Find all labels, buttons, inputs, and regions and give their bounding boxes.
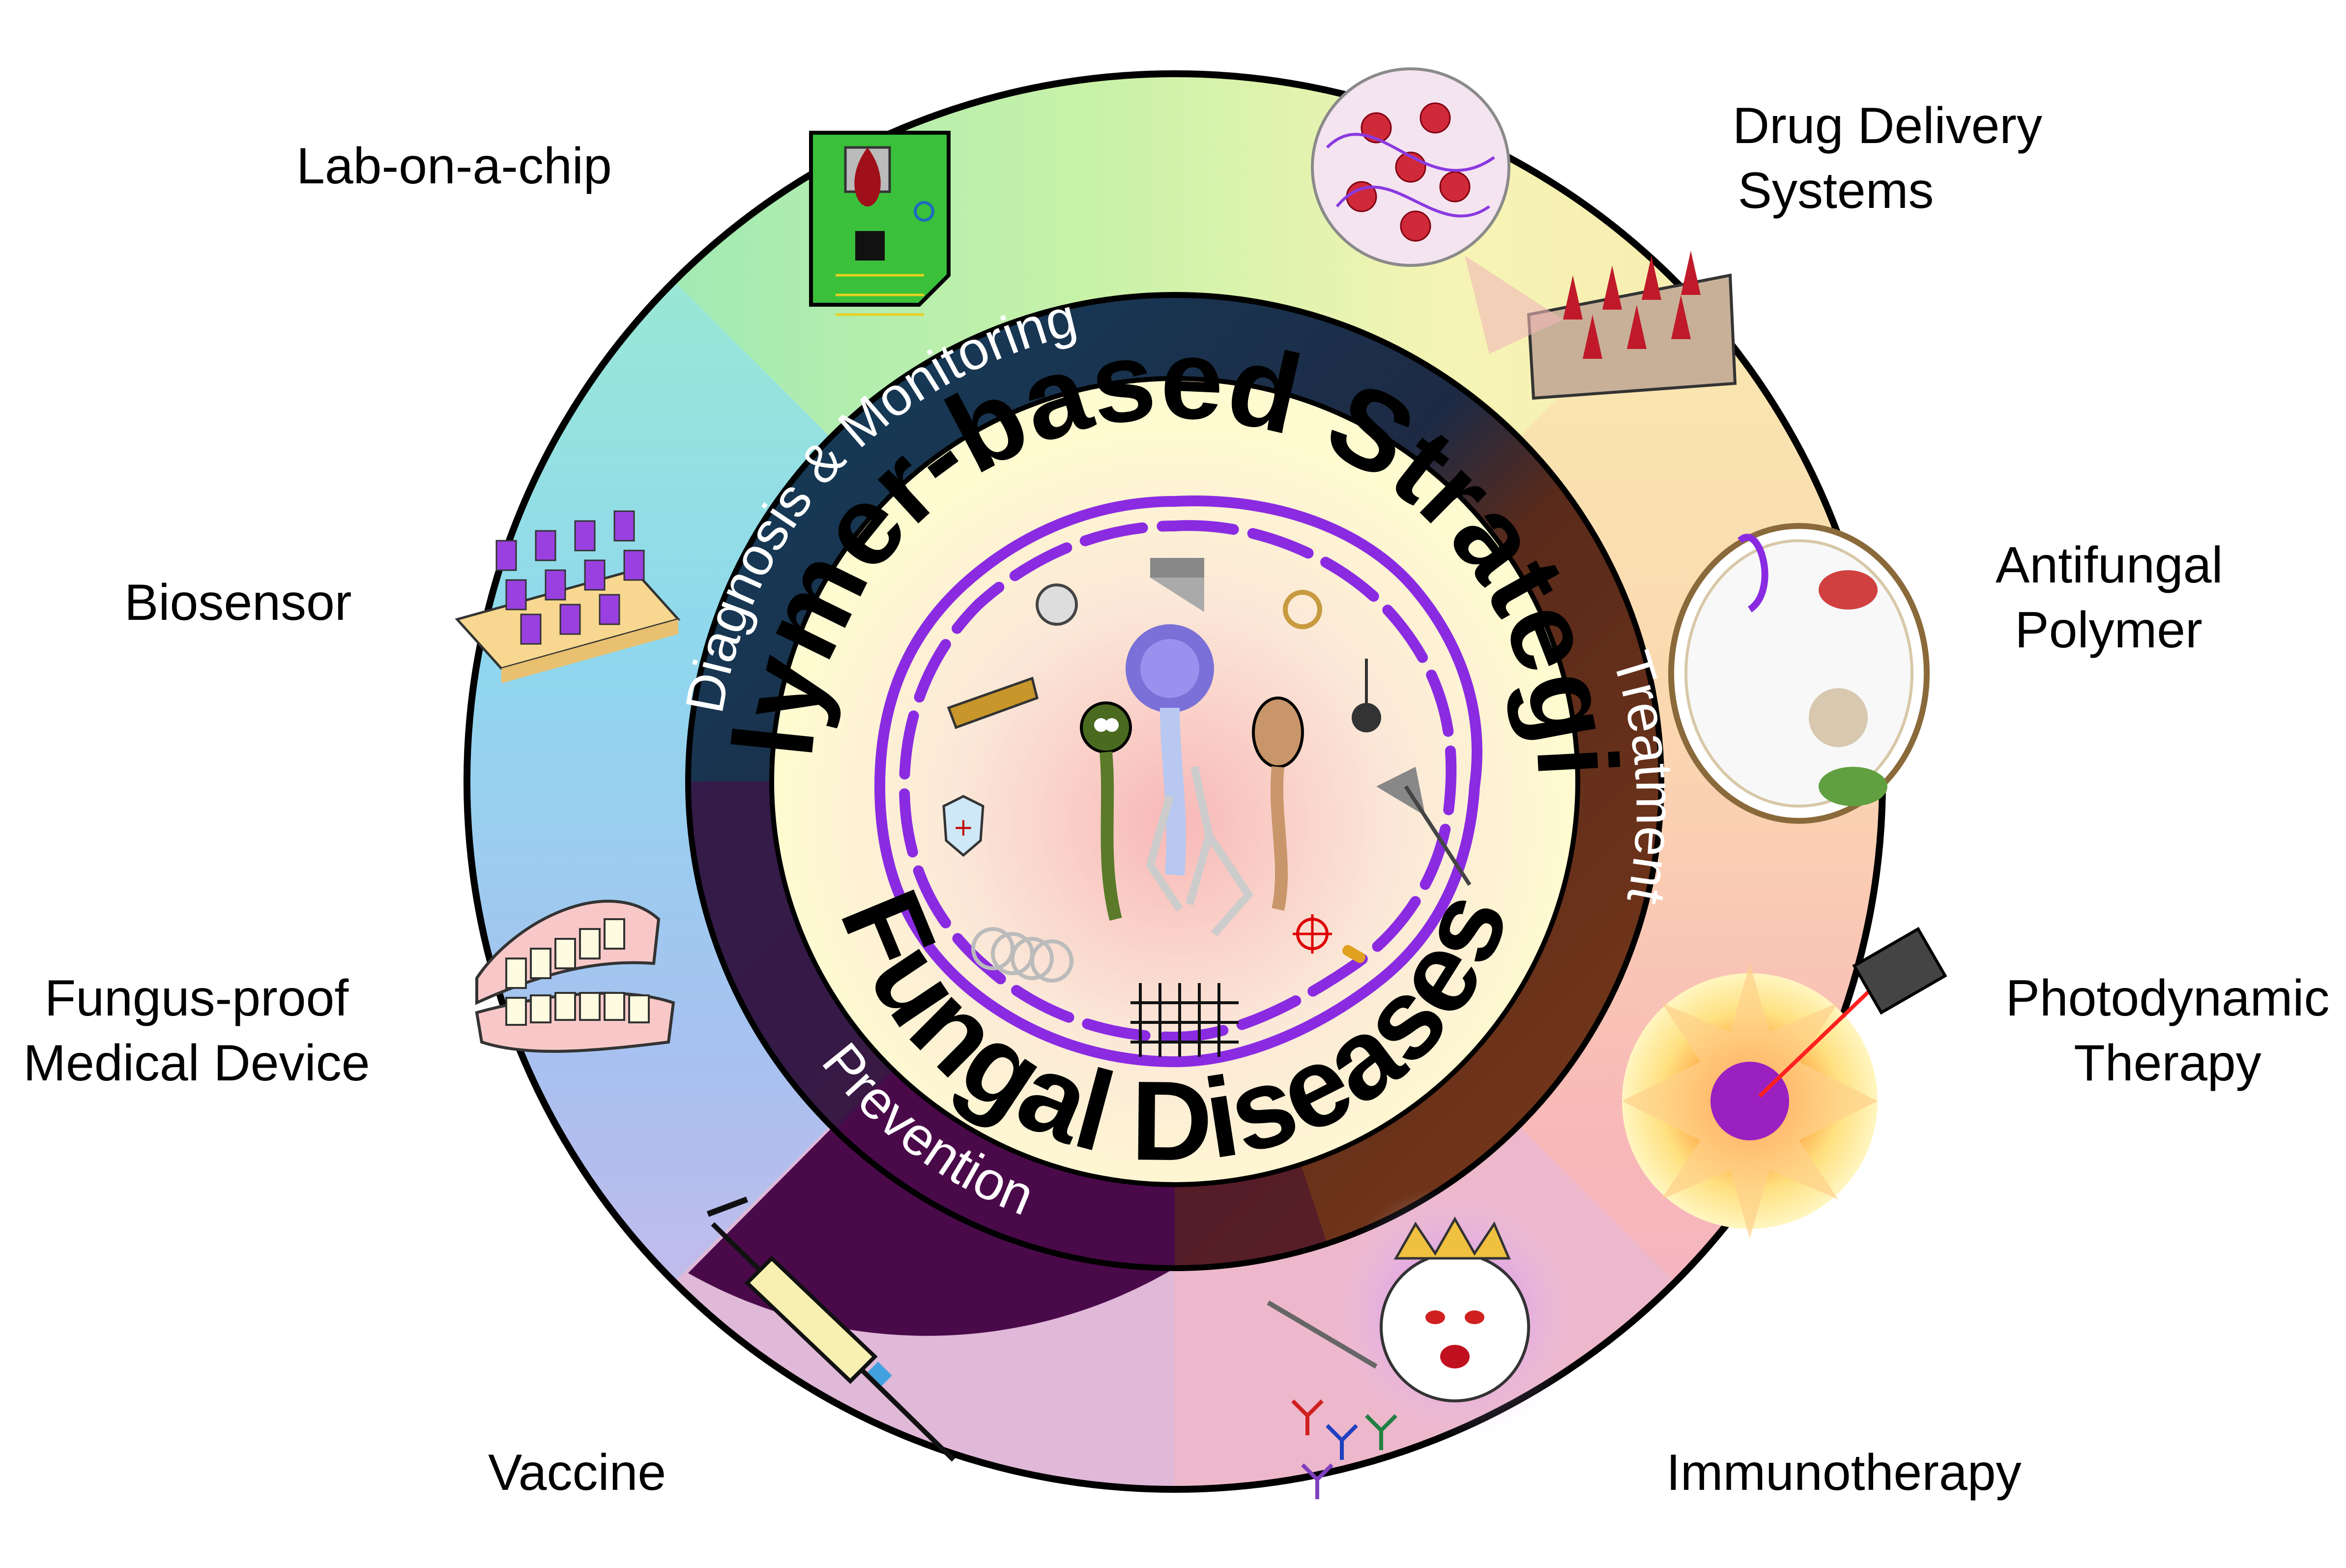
photodynamic-icon (1622, 927, 1947, 1239)
polymer-chain (874, 495, 1482, 1068)
label-drug-delivery: Drug Delivery Systems (1733, 97, 2042, 219)
svg-text:+: + (953, 813, 974, 842)
label-photodynamic-therapy: Photodynamic Therapy (2005, 970, 2330, 1092)
inner-icons: + (942, 558, 1472, 1057)
biosensor-icon (455, 510, 681, 683)
label-fungus-proof-medical-device: Fungus-proof Medical Device (23, 970, 370, 1092)
denture-icon (475, 900, 675, 1053)
immunotherapy-icon (1267, 1185, 1583, 1499)
lab-on-chip-icon (809, 131, 951, 316)
label-vaccine: Vaccine (488, 1444, 666, 1501)
label-biosensor: Biosensor (124, 574, 352, 631)
label-antifungal-polymer: Antifungal Polymer (1996, 537, 2223, 659)
drug-delivery-icon (1311, 67, 1737, 400)
label-immunotherapy: Immunotherapy (1666, 1444, 2022, 1501)
label-lab-on-chip: Lab-on-a-chip (296, 138, 612, 195)
fungus-figures (1080, 624, 1304, 937)
antifungal-cell-icon (1668, 523, 1930, 824)
syringe-icon (706, 1196, 956, 1462)
